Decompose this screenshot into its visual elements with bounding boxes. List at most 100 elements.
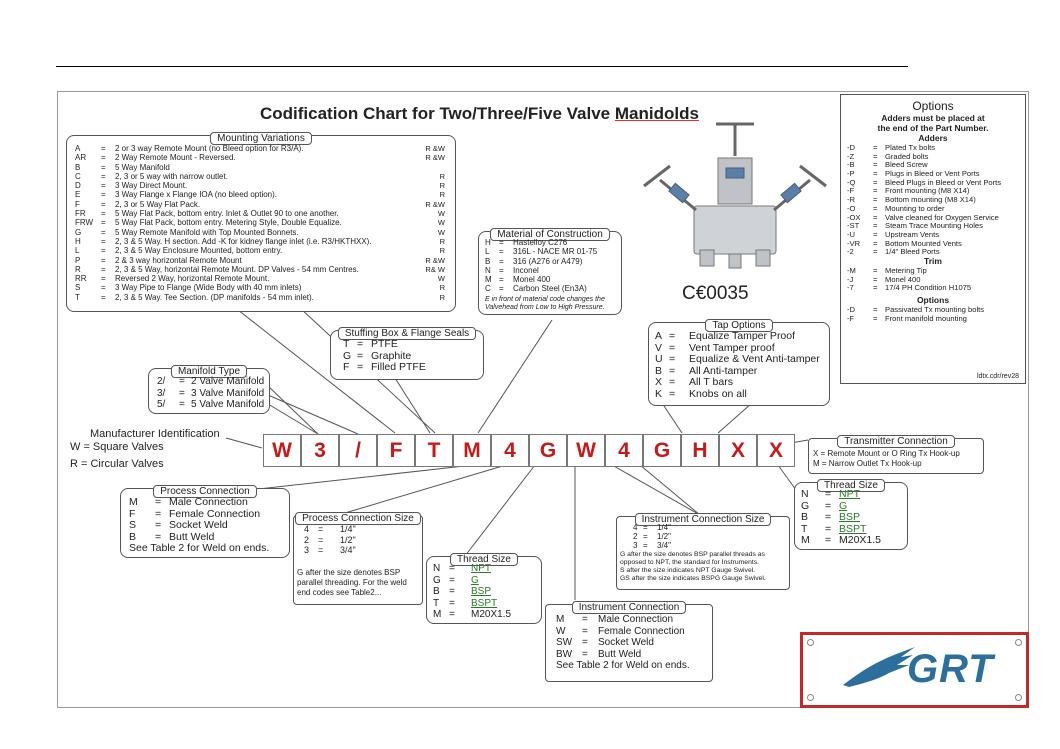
tap-desc: Knobs on all — [689, 387, 747, 400]
thread-desc: M20X1.5 — [839, 534, 882, 546]
stuffing-eq: = — [357, 338, 364, 350]
thread-size-right-box: Thread Size N=NPT G=G B=BSP T=BSPT M=M20… — [794, 479, 908, 550]
process-size-note-line: parallel threading. For the weld — [297, 578, 407, 587]
thread-eq: = — [825, 522, 832, 535]
mounting-code: S — [75, 283, 81, 293]
adder-row: -OX=Valve cleaned for Oxygen Service — [841, 213, 1025, 222]
thread-eq: = — [825, 499, 832, 512]
manifold-type-code: 3/ — [157, 387, 166, 399]
mounting-variations-box: Mounting Variations A=2 or 3 way Remote … — [66, 132, 456, 312]
instrument-size-code: 4 — [633, 523, 638, 532]
adder-row: -R = Bottom mounting (M8 X14) — [841, 195, 1025, 204]
code-char-box: M — [453, 434, 491, 467]
thread-code: M — [801, 534, 810, 546]
mounting-flag: R — [439, 236, 445, 246]
thread-desc: BSP — [839, 511, 861, 523]
options-ref: ldtx.cdr/rev28 — [976, 373, 1019, 380]
adder-desc: Bottom mounting (M8 X14) — [885, 195, 976, 205]
adder-row: -ST=Steam Trace Mounting Holes — [841, 221, 1025, 230]
thread-eq: = — [449, 574, 455, 586]
adder-eq: = — [873, 229, 878, 239]
stuffing-desc: PTFE — [371, 338, 398, 350]
thread-eq: = — [825, 488, 832, 500]
adder-desc: Front mounting (M8 X14) — [885, 186, 970, 196]
mounting-eq: = — [101, 199, 106, 209]
logo-corner-dot — [1015, 694, 1022, 701]
manifold-type-desc: 2 Valve Manifold — [191, 376, 265, 387]
instrument-eq: = — [582, 625, 588, 637]
adder-code: -OX — [847, 212, 861, 222]
adder-eq: = — [873, 195, 878, 205]
tap-code: K — [655, 387, 663, 400]
material-code: L — [485, 247, 490, 257]
material-note-line: Valvehead from Low to High Pressure. — [485, 304, 605, 311]
tap-code: V — [655, 341, 663, 354]
mounting-eq: = — [101, 153, 106, 163]
mounting-code: G — [75, 227, 82, 237]
thread-eq: = — [449, 609, 455, 620]
material-desc: Hastelloy C276 — [513, 238, 568, 247]
thread-code: T — [801, 522, 808, 535]
adder-code: -R — [847, 195, 856, 205]
instrument-size-note-line: G after the size denotes BSP parallel th… — [620, 551, 765, 558]
mounting-desc: 2, 3 & 5 Way Enclosure Mounted, bottom e… — [115, 246, 283, 256]
instrument-footer-text: See Table 2 for Weld on ends. — [556, 660, 690, 671]
process-desc: Female Connection — [169, 507, 261, 520]
tap-eq: = — [669, 341, 676, 354]
mounting-row-d: D=3 Way Direct Mount.R — [75, 181, 449, 190]
adder-code: -2 — [847, 247, 854, 257]
instrument-desc: Male Connection — [598, 614, 674, 625]
tap-eq: = — [669, 330, 676, 342]
mounting-row-a: A=2 or 3 way Remote Mount (no Bleed opti… — [75, 144, 449, 153]
process-size-code: 3 — [304, 545, 310, 555]
adder-eq: = — [873, 143, 878, 152]
material-code: H — [485, 238, 491, 247]
thread-desc: G — [471, 574, 479, 586]
adder-desc: 1/4" Bleed Ports — [885, 247, 940, 257]
material-desc: 316L - NACE MR 01-75 — [513, 247, 598, 257]
stuffing-desc: Graphite — [371, 349, 412, 362]
trim-label: Trim — [924, 255, 942, 266]
thread-code: B — [433, 586, 440, 597]
thread-desc: BSPT — [839, 522, 867, 535]
adder-row: -O=Mounting to order — [841, 204, 1025, 213]
manifold-type-code: 2/ — [157, 376, 166, 387]
mounting-eq: = — [101, 162, 106, 172]
mounting-desc: 2, 3 or 5 Way Flat Pack. — [115, 199, 201, 209]
mounting-flag: R — [439, 292, 445, 302]
thread-desc: M20X1.5 — [471, 609, 512, 620]
thread-code: B — [801, 511, 809, 523]
process-size-desc: 1/2" — [340, 534, 356, 545]
manufacturer-identification: Manufacturer Identification W = Square V… — [70, 428, 220, 471]
mounting-code: R — [75, 264, 81, 274]
manufacturer-r: R = Circular Valves — [70, 458, 164, 470]
adder-code: -Q — [847, 177, 856, 187]
mounting-eq: = — [101, 246, 106, 256]
instrument-eq: = — [582, 614, 588, 625]
tap-options-box: Tap Options A=Equalize Tamper Proof V=Ve… — [648, 319, 830, 406]
options-subtitle-2: the end of the Part Number. — [877, 123, 989, 133]
process-eq: = — [155, 530, 162, 543]
option-row: -F=Front manifold mounting — [841, 314, 1025, 323]
material-code: B — [485, 256, 491, 266]
mounting-code: FR — [75, 209, 86, 219]
code-char-box: F — [377, 434, 415, 467]
process-size-eq: = — [318, 524, 324, 534]
thread-desc: BSPT — [471, 597, 498, 609]
instrument-connection-box: Instrument Connection M=Male Connection … — [545, 601, 713, 682]
mounting-flag: W — [437, 227, 445, 237]
options-sub-label: Options — [916, 295, 950, 305]
trim-row: -M=Metering Tip — [841, 266, 1025, 275]
code-char-box: 4 — [491, 434, 529, 467]
mounting-row-e: E=3 Way Flange x Flange IOA (no bleed op… — [75, 190, 449, 199]
material-note-line: E in front of material code changes the — [485, 296, 605, 303]
transmitter-line: X = Remote Mount or O Ring Tx Hook-up — [813, 449, 960, 458]
material-eq: = — [499, 238, 504, 247]
thread-eq: = — [825, 511, 832, 523]
tap-eq: = — [669, 376, 676, 388]
adder-desc: Bottom Mounted Vents — [885, 238, 962, 248]
ce-mark: C€0035 — [682, 283, 749, 304]
mounting-flag: R — [439, 171, 445, 181]
thread-desc: NPT — [471, 563, 491, 574]
instrument-code: M — [556, 614, 565, 625]
